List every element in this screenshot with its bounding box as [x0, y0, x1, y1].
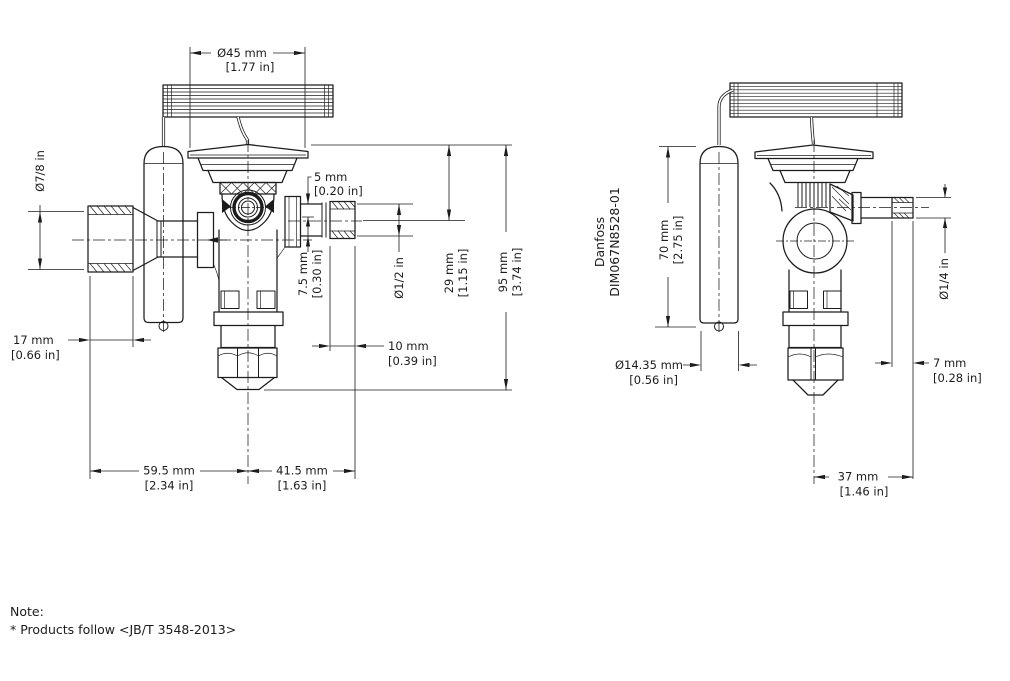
dim-label: 7.5 mm	[296, 252, 310, 296]
dim-label: 59.5 mm	[143, 464, 195, 478]
capillary-tube	[161, 116, 250, 146]
dim-label: 17 mm	[13, 333, 54, 347]
dim-label: [2.75 in]	[671, 216, 685, 265]
dim-coil-diameter: Ø45 mm [1.77 in]	[189, 45, 306, 148]
capillary-coil	[162, 84, 334, 118]
dim-label: [0.56 in]	[629, 373, 678, 387]
outlet-connection	[284, 195, 356, 248]
dim-label: [0.20 in]	[314, 184, 363, 198]
dim-label: Ø14.35 mm	[615, 358, 683, 372]
brand-doc-id: Danfoss DIM067N8528-01	[592, 187, 622, 297]
dim-outlet-connection: Ø1/2 in	[357, 203, 413, 299]
dim-outlet-solder-depth: 10 mm [0.39 in]	[312, 246, 437, 479]
side-dimensions: 70 mm [2.75 in] Ø14.35 mm [0.56 in] Ø1/4…	[615, 146, 982, 499]
dim-label: [1.46 in]	[840, 485, 889, 499]
dim-label: 95 mm	[496, 252, 510, 293]
note-body: * Products follow <JB/T 3548-2013>	[10, 622, 236, 637]
dim-label: [1.15 in]	[456, 249, 470, 298]
dim-equalizer-solder-depth: 7 mm [0.28 in]	[875, 221, 982, 479]
dim-label: [1.77 in]	[226, 60, 275, 74]
dim-label: 29 mm	[442, 253, 456, 294]
brand-name: Danfoss	[592, 217, 607, 267]
capillary-tube	[717, 88, 816, 145]
dim-label: 70 mm	[657, 220, 671, 261]
capillary-coil	[729, 82, 903, 118]
valve-body	[213, 181, 286, 391]
dim-inlet-connection: Ø7/8 in	[28, 150, 84, 270]
dim-label: 41.5 mm	[276, 464, 328, 478]
dim-equalizer-connection: Ø1/4 in	[916, 184, 951, 300]
dim-label: [2.34 in]	[145, 479, 194, 493]
note-block: Note: * Products follow <JB/T 3548-2013>	[10, 604, 236, 637]
dim-center-to-tube-end: 37 mm [1.46 in]	[814, 468, 913, 499]
dim-bulb-diameter: Ø14.35 mm [0.56 in]	[615, 331, 757, 387]
front-dimensions: Ø45 mm [1.77 in] Ø7/8 in 17 mm [0.66 in]	[11, 45, 524, 493]
dim-label: [0.30 in]	[310, 250, 324, 299]
dim-label: 7 mm	[933, 356, 966, 370]
side-view	[699, 82, 929, 484]
dim-label: [3.74 in]	[510, 248, 524, 297]
dim-bottom-widths: 59.5 mm [2.34 in] 41.5 mm [1.63 in]	[90, 464, 355, 493]
dim-top-to-outlet-height: 29 mm [1.15 in]	[311, 144, 512, 298]
dim-label: [0.39 in]	[388, 354, 437, 368]
dim-label: Ø45 mm	[217, 46, 267, 60]
document-id: DIM067N8528-01	[607, 187, 622, 297]
dim-label: [0.66 in]	[11, 348, 60, 362]
dim-label: Ø1/4 in	[937, 258, 951, 300]
front-view	[72, 84, 362, 484]
note-title: Note:	[10, 604, 44, 619]
equalizer-connection	[860, 196, 914, 219]
dim-bulb-length: 70 mm [2.75 in]	[655, 146, 696, 328]
dim-label: [0.28 in]	[933, 371, 982, 385]
dim-label: Ø1/2 in	[392, 257, 406, 299]
dim-label: Ø7/8 in	[33, 150, 47, 192]
dim-outlet-offsets: 5 mm [0.20 in] 7.5 mm [0.30 in]	[296, 170, 363, 298]
dim-inlet-solder-depth: 17 mm [0.66 in]	[11, 276, 151, 479]
inlet-connection	[87, 205, 227, 273]
valve-body	[769, 182, 862, 396]
dim-label: [1.63 in]	[278, 479, 327, 493]
sensing-bulb	[699, 145, 739, 334]
dim-label: 5 mm	[314, 170, 347, 184]
sensing-bulb	[143, 145, 184, 333]
dim-label: 37 mm	[838, 470, 879, 484]
flow-direction-arrow	[207, 237, 218, 243]
dim-total-height: 95 mm [3.74 in]	[264, 145, 524, 391]
dim-label: 10 mm	[388, 339, 429, 353]
